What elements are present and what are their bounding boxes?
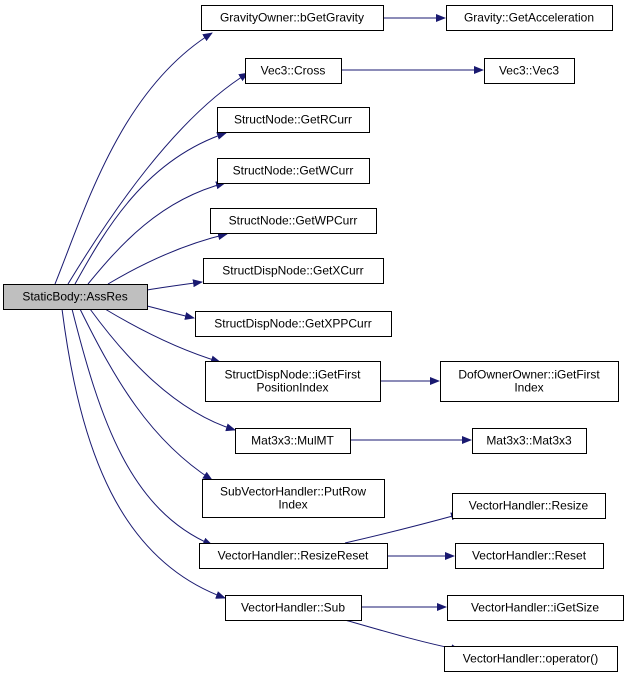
- function-node[interactable]: GravityOwner::bGetGravity: [201, 5, 384, 31]
- function-node[interactable]: VectorHandler::iGetSize: [447, 595, 624, 621]
- node-label: Gravity::GetAcceleration: [464, 11, 594, 25]
- function-node[interactable]: StructNode::GetWCurr: [217, 158, 370, 184]
- node-label: StructNode::GetWCurr: [233, 164, 354, 178]
- function-node[interactable]: VectorHandler::Sub: [225, 595, 362, 621]
- edge-root-to-n18: [61, 308, 226, 599]
- node-box: [195, 311, 392, 337]
- node-box: [446, 5, 613, 31]
- node-box: [217, 107, 370, 133]
- edge-root-to-n14: [79, 308, 213, 481]
- node-label: Index: [514, 381, 543, 395]
- node-box: [235, 428, 351, 454]
- node-label: VectorHandler::Sub: [241, 601, 345, 615]
- node-label: PositionIndex: [256, 381, 328, 395]
- node-box: [3, 284, 148, 310]
- node-box: [202, 479, 385, 518]
- node-label: StructNode::GetWPCurr: [229, 214, 358, 228]
- node-box: [472, 428, 587, 454]
- function-node[interactable]: Mat3x3::Mat3x3: [472, 428, 587, 454]
- function-node[interactable]: VectorHandler::operator(): [444, 646, 618, 672]
- function-node[interactable]: StructNode::GetWPCurr: [210, 208, 377, 234]
- node-label: Vec3::Cross: [261, 64, 326, 78]
- node-box: [225, 595, 362, 621]
- function-node[interactable]: StructNode::GetRCurr: [217, 107, 370, 133]
- node-label: DofOwnerOwner::iGetFirst: [458, 368, 600, 382]
- node-label: StructNode::GetRCurr: [234, 113, 352, 127]
- function-node[interactable]: StructDispNode::GetXPPCurr: [195, 311, 392, 337]
- edge-root-to-n1: [54, 32, 213, 285]
- node-label: StructDispNode::GetXPPCurr: [214, 317, 371, 331]
- node-box: [205, 361, 381, 402]
- node-label: Mat3x3::MulMT: [251, 434, 334, 448]
- node-label: VectorHandler::ResizeReset: [218, 549, 369, 563]
- function-node[interactable]: VectorHandler::Resize: [452, 493, 606, 519]
- edge-root-to-n3: [67, 72, 249, 285]
- node-box: [444, 646, 618, 672]
- node-box: [210, 208, 377, 234]
- function-node[interactable]: StructDispNode::GetXCurr: [203, 258, 384, 284]
- node-label: Mat3x3::Mat3x3: [486, 434, 572, 448]
- node-label: VectorHandler::operator(): [463, 652, 598, 666]
- node-label: Vec3::Vec3: [499, 64, 559, 78]
- function-node[interactable]: Vec3::Cross: [245, 58, 342, 84]
- node-box: [440, 361, 619, 402]
- node-box: [201, 5, 384, 31]
- node-label: StaticBody::AssRes: [22, 290, 127, 304]
- edge-root-to-n6: [87, 181, 226, 285]
- edge-n16-to-n15: [344, 512, 461, 544]
- edge-root-to-n12: [89, 308, 236, 432]
- node-box: [447, 595, 624, 621]
- edge-root-to-n10: [104, 308, 221, 364]
- node-box: [217, 158, 370, 184]
- edge-root-to-n5: [74, 132, 227, 285]
- node-label: VectorHandler::Reset: [472, 549, 587, 563]
- node-label: VectorHandler::Resize: [469, 499, 589, 513]
- node-box: [484, 58, 575, 84]
- node-label: VectorHandler::iGetSize: [471, 601, 599, 615]
- edge-root-to-n9: [146, 305, 195, 320]
- edges: [54, 14, 484, 653]
- node-box: [452, 493, 606, 519]
- function-node[interactable]: VectorHandler::Reset: [455, 543, 604, 569]
- node-label: SubVectorHandler::PutRow: [220, 485, 366, 499]
- function-node[interactable]: Mat3x3::MulMT: [235, 428, 351, 454]
- edge-root-to-n8: [146, 279, 203, 291]
- node-label: Index: [278, 498, 307, 512]
- edge-root-to-n7: [107, 232, 228, 285]
- edge-root-to-n16: [71, 308, 213, 546]
- node-label: StructDispNode::iGetFirst: [224, 368, 361, 382]
- node-box: [203, 258, 384, 284]
- node-box: [455, 543, 604, 569]
- node-label: GravityOwner::bGetGravity: [220, 11, 364, 25]
- node-label: StructDispNode::GetXCurr: [222, 264, 363, 278]
- nodes: StaticBody::AssRes GravityOwner::bGetGrav…: [3, 5, 624, 672]
- function-node[interactable]: Gravity::GetAcceleration: [446, 5, 613, 31]
- node-box: [199, 543, 388, 569]
- function-node[interactable]: VectorHandler::ResizeReset: [199, 543, 388, 569]
- root-node: StaticBody::AssRes: [3, 284, 148, 310]
- function-node[interactable]: Vec3::Vec3: [484, 58, 575, 84]
- edge-n18-to-n20: [344, 619, 461, 653]
- node-box: [245, 58, 342, 84]
